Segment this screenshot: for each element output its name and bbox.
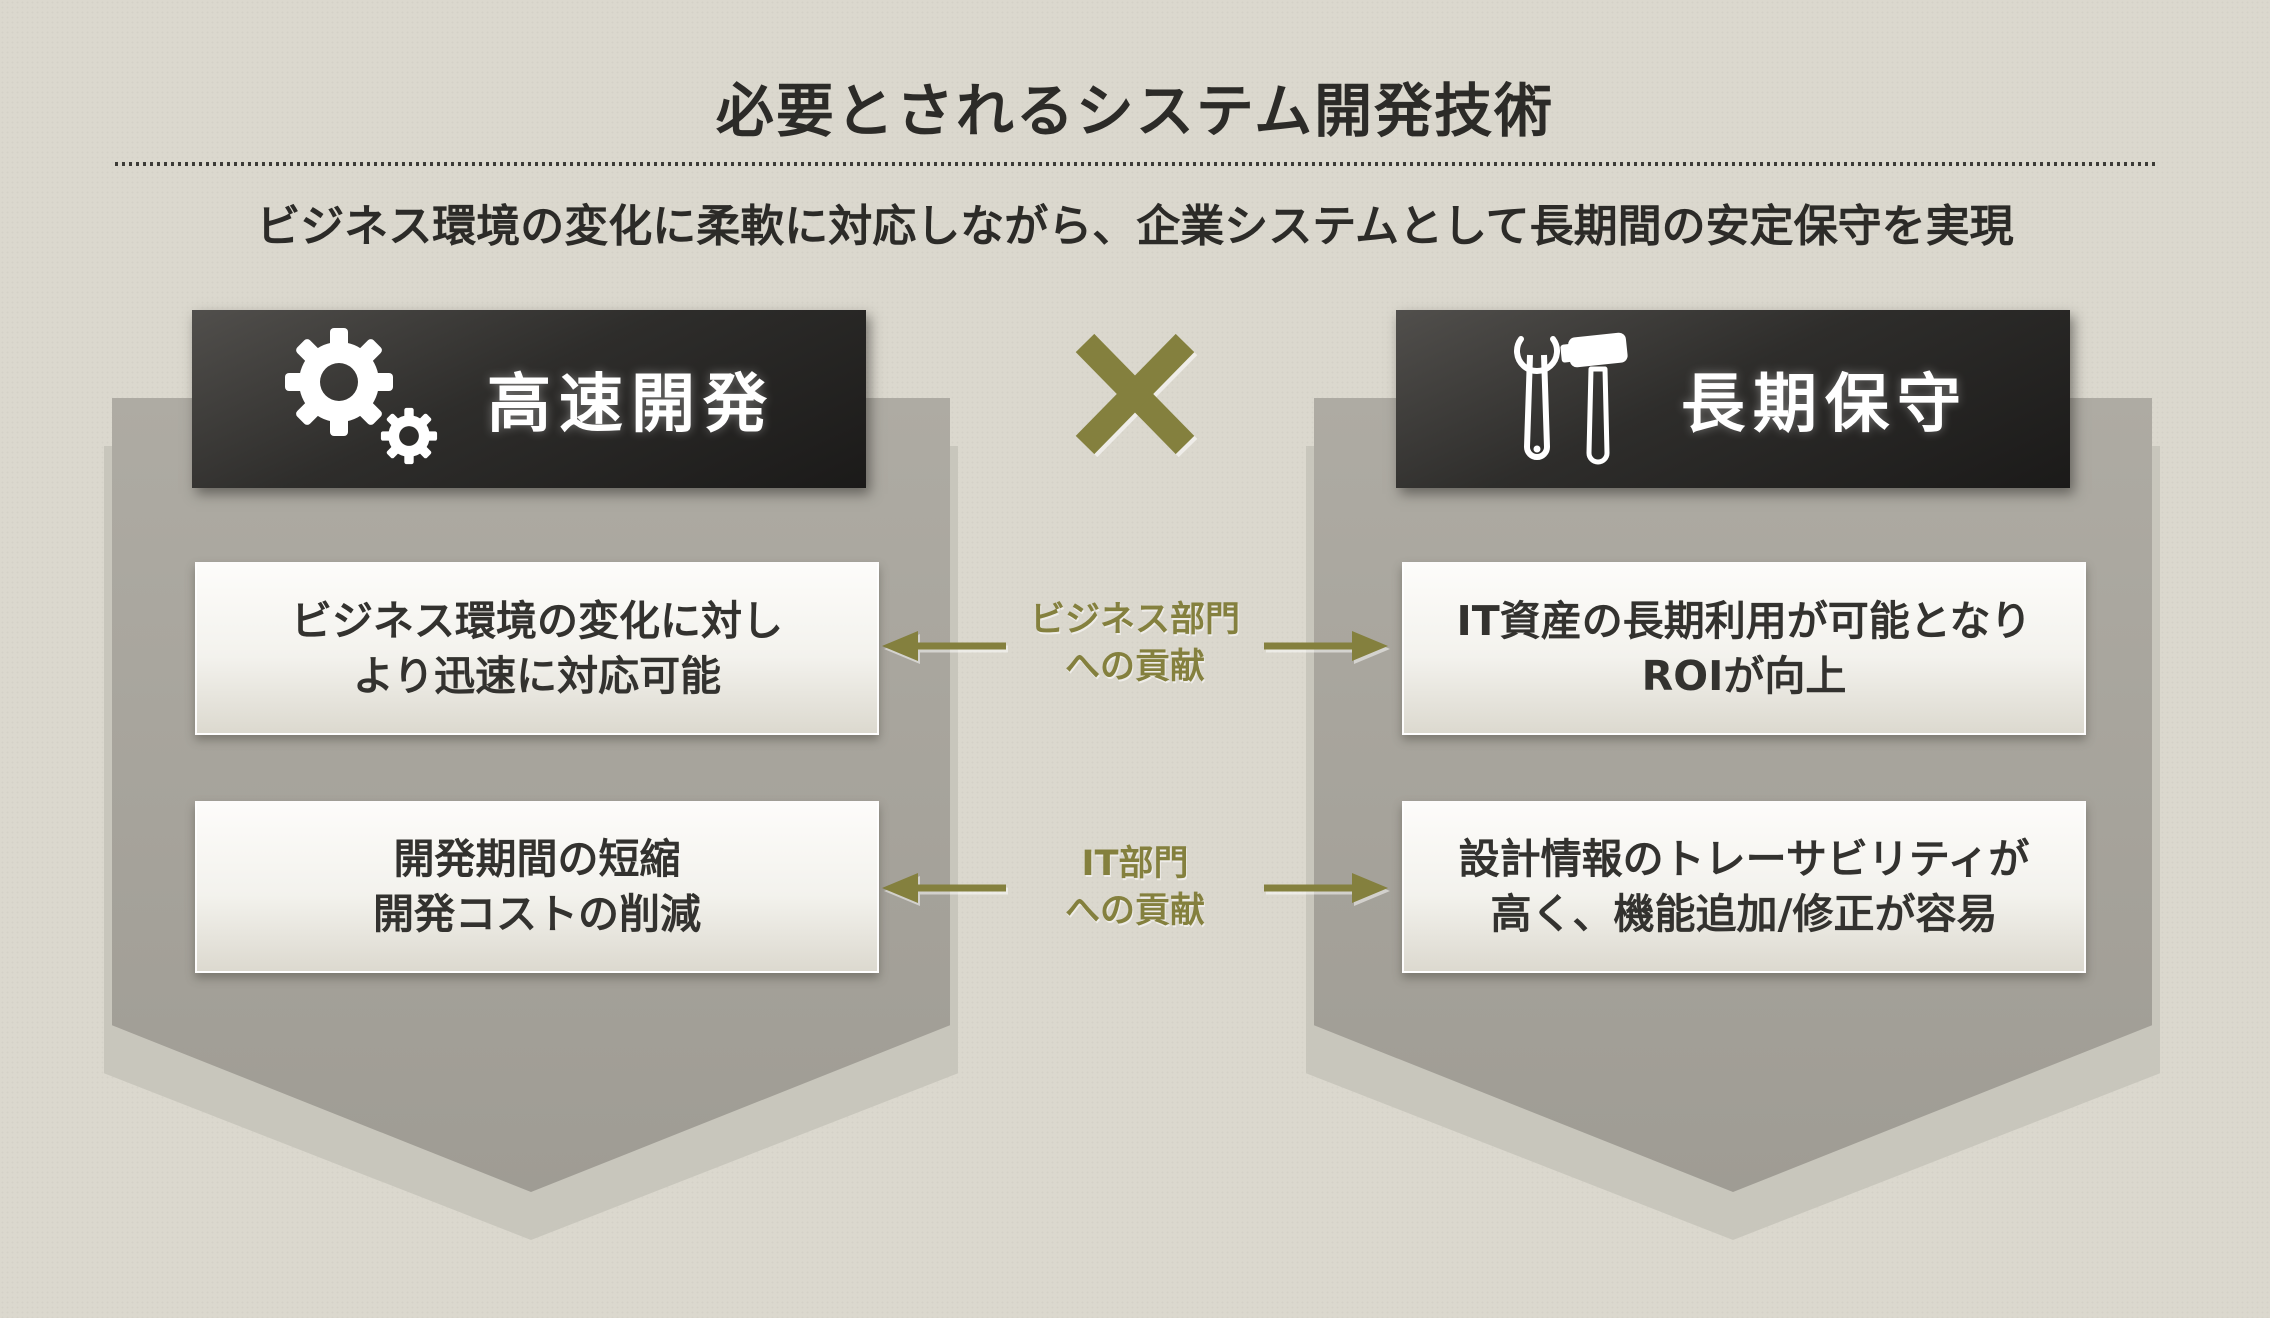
- card-line: 高く、機能追加/修正が容易: [1490, 890, 1998, 938]
- card-line: IT資産の長期利用が可能となり: [1456, 596, 2032, 645]
- header-fast-development: 高速開発: [192, 310, 866, 488]
- header-long-term-maintenance: 長期保守: [1396, 310, 2070, 488]
- card-business-speed: ビジネス環境の変化に対し より迅速に対応可能: [195, 562, 879, 735]
- arrow-left-icon: [882, 873, 1006, 903]
- link-label-it: IT部門 への貢献: [1006, 841, 1264, 935]
- link-label-line: への貢献: [1064, 647, 1205, 687]
- card-it-asset-roi: IT資産の長期利用が可能となり ROIが向上: [1402, 562, 2086, 735]
- left-panel-arrow: [112, 398, 950, 1192]
- card-line: ビジネス環境の変化に対し: [291, 596, 783, 645]
- gears-icon: [285, 328, 438, 465]
- card-line: より迅速に対応可能: [352, 651, 722, 700]
- link-label-line: への貢献: [1064, 891, 1205, 931]
- right-panel-arrow: [1314, 398, 2152, 1192]
- page-subtitle: ビジネス環境の変化に柔軟に対応しながら、企業システムとして長期間の安定保守を実現: [256, 201, 2014, 252]
- card-line: 開発コストの削減: [373, 890, 701, 938]
- link-label-business: ビジネス部門 への貢献: [1006, 597, 1264, 691]
- wrench-hammer-icon: [1514, 332, 1628, 465]
- card-traceability: 設計情報のトレーサビリティが 高く、機能追加/修正が容易: [1402, 801, 2086, 973]
- header-label: 長期保守: [1681, 368, 1969, 442]
- multiply-icon: [1075, 333, 1195, 455]
- header-label: 高速開発: [487, 368, 775, 442]
- card-dev-cost: 開発期間の短縮 開発コストの削減: [195, 801, 879, 973]
- card-line: 開発期間の短縮: [393, 835, 681, 884]
- title-divider: [115, 162, 2155, 166]
- card-line: 設計情報のトレーサビリティが: [1458, 835, 2030, 884]
- arrow-right-icon: [1264, 873, 1388, 903]
- link-label-line: ビジネス部門: [1029, 600, 1240, 640]
- arrow-left-icon: [882, 631, 1006, 661]
- card-line: ROIが向上: [1641, 651, 1847, 700]
- page-title: 必要とされるシステム開発技術: [715, 77, 1555, 145]
- arrow-right-icon: [1264, 631, 1388, 661]
- link-label-line: IT部門: [1081, 844, 1189, 884]
